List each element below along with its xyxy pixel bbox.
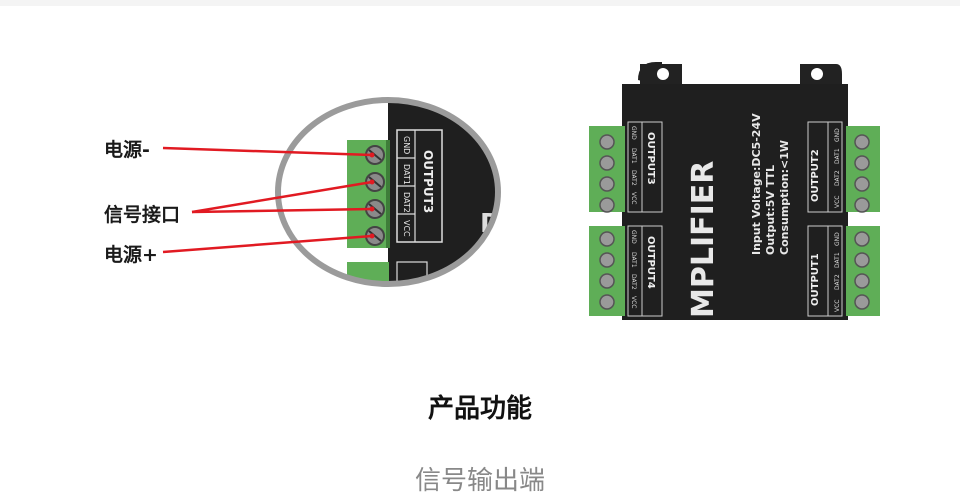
screw-icon <box>599 176 615 192</box>
zoom-pin-label: VCC <box>402 220 411 237</box>
output-pin-label: VCC <box>630 192 637 204</box>
screw-icon <box>599 134 615 150</box>
screw-icon <box>599 231 615 247</box>
output-label: OUTPUT3 <box>645 132 656 185</box>
screw-icon <box>599 273 615 289</box>
screw-icon <box>854 231 870 247</box>
output-pin-label: GND <box>834 128 841 142</box>
output-label: OUTPUT4 <box>645 236 656 289</box>
screw-icon <box>854 273 870 289</box>
output-pin-label: DAT2 <box>834 274 841 290</box>
annotation-arrows <box>162 146 373 254</box>
label-power-negative: 电源- <box>104 139 150 161</box>
output-pin-label: DAT1 <box>834 148 841 164</box>
output-pin-label: DAT1 <box>630 252 637 268</box>
output-label: OUTPUT2 <box>810 149 821 202</box>
device-photo: OUTPUT3GNDDAT1DAT2VCCOUTPUT4GNDDAT1DAT2V… <box>589 62 880 320</box>
output-pin-label: DAT1 <box>834 252 841 268</box>
zoom-pin-label: DAT2 <box>402 192 411 213</box>
output-pin-label: DAT2 <box>630 170 637 186</box>
top-divider <box>0 0 960 6</box>
screw-icon <box>599 252 615 268</box>
zoom-pin-label: GND <box>402 136 411 154</box>
screw-icon <box>854 134 870 150</box>
arrow-signal-1 <box>191 180 373 214</box>
screw-icon <box>854 252 870 268</box>
device-spec-line: Output:5V TTL <box>764 165 777 255</box>
zoom-output-label: OUTPUT3 <box>421 150 435 213</box>
screw-icon <box>599 155 615 171</box>
arrow-power-negative <box>162 146 373 157</box>
device-spec-line: Input Voltage:DC5-24V <box>750 113 763 255</box>
screw-icon <box>854 155 870 171</box>
label-power-positive: 电源+ <box>104 244 158 266</box>
output-pin-label: GND <box>630 230 637 244</box>
device-spec-line: Consumption:<1W <box>778 140 791 255</box>
output-pin-label: VCC <box>834 300 841 312</box>
device-model-text: MPLIFIER <box>686 161 721 318</box>
arrow-signal-2 <box>191 207 373 214</box>
screw-icon <box>854 197 870 213</box>
section-title-signal-output: 信号输出端 <box>414 466 545 496</box>
screw-icon <box>854 176 870 192</box>
output-pin-label: DAT2 <box>630 274 637 290</box>
output-label: OUTPUT1 <box>810 253 821 306</box>
output-pin-label: DAT1 <box>630 148 637 164</box>
output-pin-label: GND <box>834 232 841 246</box>
screw-icon <box>854 294 870 310</box>
screw-icon <box>599 197 615 213</box>
section-title-product-function: 产品功能 <box>427 394 532 424</box>
screw-icon <box>599 294 615 310</box>
output-pin-label: VCC <box>630 296 637 308</box>
output-pin-label: DAT2 <box>834 170 841 186</box>
zoom-pin-label: DAT1 <box>402 164 411 185</box>
output-pin-label: GND <box>630 126 637 140</box>
output-pin-label: VCC <box>834 196 841 208</box>
label-signal-interface: 信号接口 <box>104 204 181 226</box>
arrow-power-positive <box>162 234 373 254</box>
